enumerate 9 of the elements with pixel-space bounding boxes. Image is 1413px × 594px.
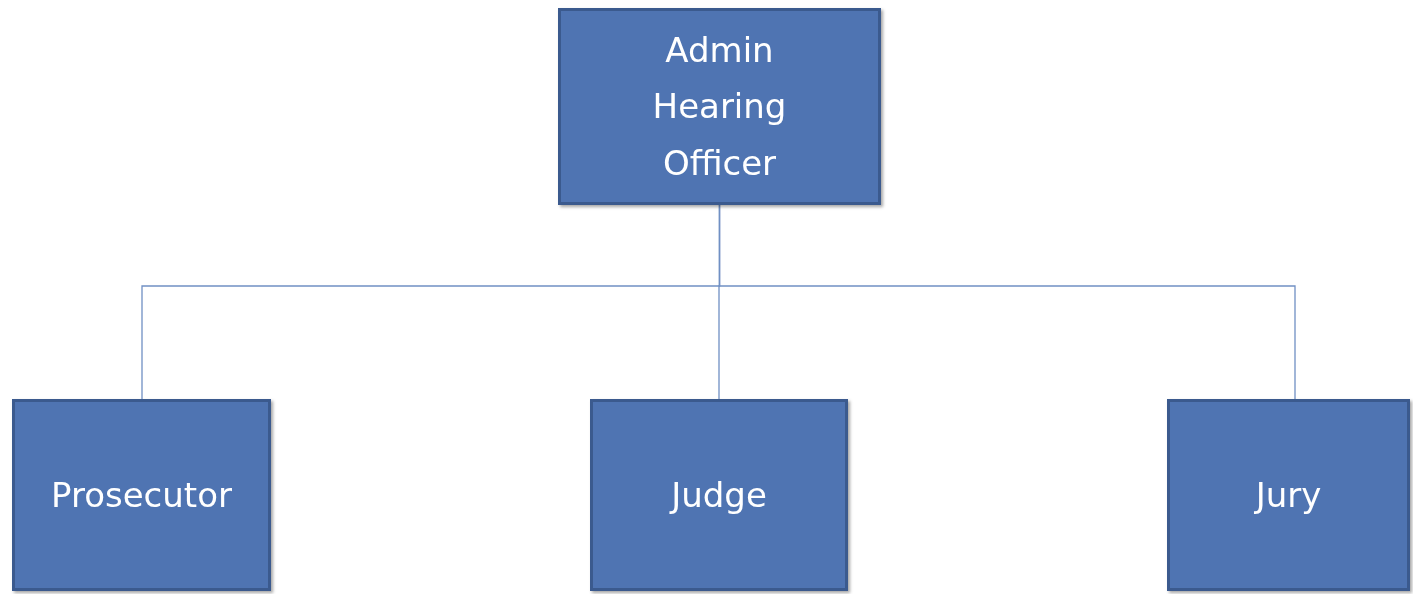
role-label: Judge bbox=[671, 473, 767, 517]
org-box bbox=[558, 8, 881, 205]
org-box bbox=[1167, 399, 1410, 591]
org-box bbox=[12, 399, 271, 591]
role-label: Prosecutor bbox=[51, 473, 232, 517]
org-box bbox=[590, 399, 848, 591]
role-label: Jury bbox=[1255, 473, 1322, 517]
role-label: Admin Hearing Officer bbox=[651, 29, 788, 185]
connector-line bbox=[718, 204, 1296, 400]
